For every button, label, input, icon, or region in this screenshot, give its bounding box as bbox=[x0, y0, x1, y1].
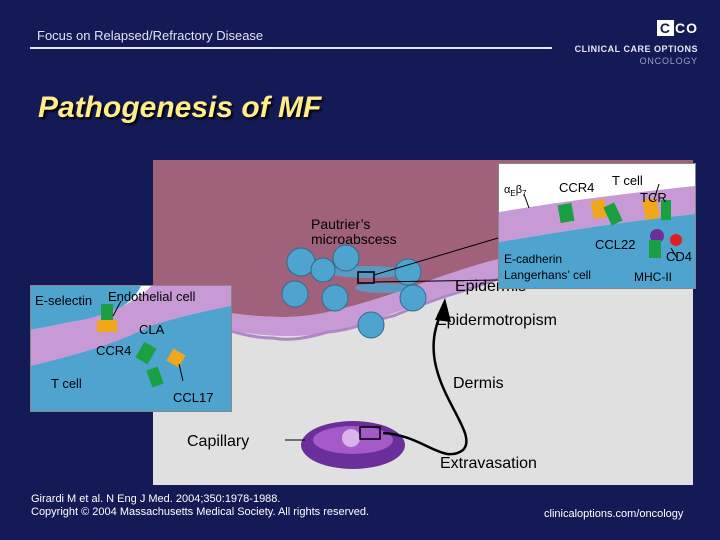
logo-letter-c2: C bbox=[674, 20, 687, 36]
citation-line2: Copyright © 2004 Massachusetts Medical S… bbox=[31, 506, 370, 518]
inset-epidermis-molecules: αEβ7 CCR4 T cell TCR CCL22 CD4 E-cadheri… bbox=[498, 163, 696, 289]
migration-arrowhead bbox=[435, 298, 451, 322]
label-tcell-left: T cell bbox=[51, 376, 82, 391]
inset-endothelial-molecules: E-selectin Endothelial cell CLA CCR4 T c… bbox=[30, 285, 232, 412]
header-subtitle: Focus on Relapsed/Refractory Disease bbox=[37, 28, 264, 43]
dermis-region bbox=[153, 242, 693, 485]
label-cd4: CD4 bbox=[666, 249, 693, 264]
integrin-beta: β bbox=[515, 184, 523, 196]
label-mhc2: MHC-II bbox=[634, 270, 672, 284]
migration-path bbox=[382, 309, 468, 456]
label-pautrier: Pautrier’s microabscess bbox=[311, 216, 397, 247]
pautrier-microabscess-cells bbox=[281, 244, 427, 339]
label-ecadherin: E-cadherin bbox=[504, 252, 563, 266]
label-capillary: Capillary bbox=[187, 433, 250, 450]
logo-letter-o: O bbox=[686, 20, 698, 36]
label-epidermotropism: Epidermotropism bbox=[436, 312, 557, 329]
label-tcell-top: T cell bbox=[612, 173, 643, 188]
capillary-vessel bbox=[301, 421, 405, 469]
label-ccr4-top: CCR4 bbox=[559, 180, 595, 195]
epidermis-zoom-marker bbox=[357, 271, 375, 284]
zoom-line-top bbox=[373, 237, 499, 276]
slide-title: Pathogenesis of MF bbox=[38, 91, 322, 124]
label-integrin: αEβ7 bbox=[504, 184, 526, 198]
inset-left-graphic bbox=[31, 286, 231, 411]
label-ccr4-left: CCR4 bbox=[96, 343, 132, 358]
capillary-zoom-marker bbox=[359, 426, 381, 440]
logo-text-line1: CLINICAL CARE OPTIONS bbox=[574, 44, 698, 54]
header-divider bbox=[30, 47, 552, 49]
label-cla: CLA bbox=[139, 322, 165, 337]
label-ccl17: CCL17 bbox=[173, 390, 214, 405]
footer-url[interactable]: clinicaloptions.com/oncology bbox=[544, 508, 684, 520]
label-langerhans: Langerhans’ cell bbox=[504, 268, 591, 282]
label-extravasation: Extravasation bbox=[440, 455, 537, 472]
integrin-alpha: α bbox=[504, 184, 511, 196]
integrin-sub-7: 7 bbox=[522, 189, 527, 199]
inset-top-graphic bbox=[499, 183, 695, 288]
label-tcr: TCR bbox=[640, 190, 667, 205]
logo-text-line2: ONCOLOGY bbox=[639, 56, 698, 66]
label-dermis: Dermis bbox=[453, 375, 504, 392]
zoom-line-bottom bbox=[373, 279, 499, 283]
citation-line1: Girardi M et al. N Eng J Med. 2004;350:1… bbox=[31, 493, 281, 505]
integrin-sub-e: E bbox=[510, 189, 516, 199]
label-eselectin: E-selectin bbox=[35, 293, 93, 308]
citation: Girardi M et al. N Eng J Med. 2004;350:1… bbox=[31, 493, 369, 519]
label-endothelial: Endothelial cell bbox=[108, 289, 196, 304]
label-ccl22: CCL22 bbox=[595, 237, 636, 252]
logo-letter-c1: C bbox=[656, 20, 674, 36]
